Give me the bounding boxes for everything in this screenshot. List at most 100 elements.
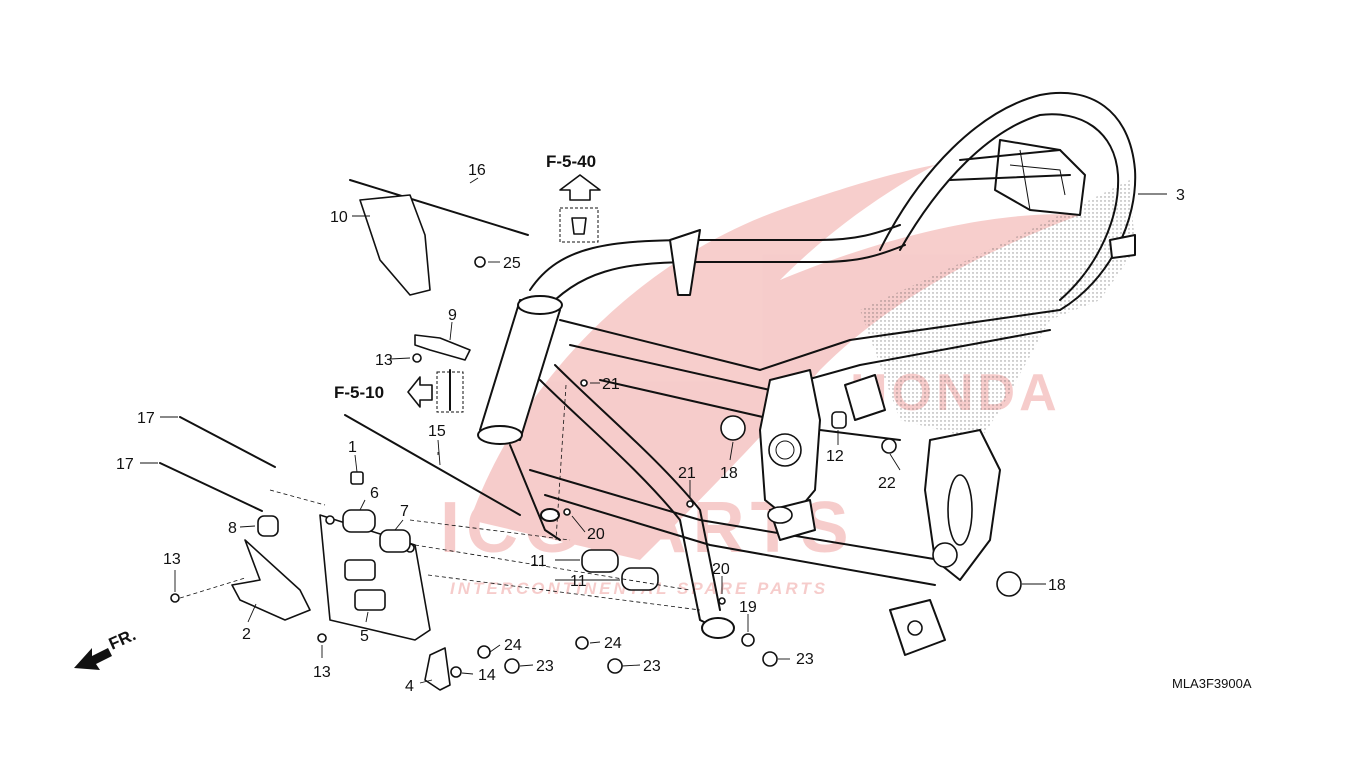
callout-13b: 13	[163, 551, 181, 568]
down-tube-main	[539, 379, 721, 631]
front-arrow-icon	[74, 648, 112, 670]
ref-f540[interactable]: F-5-40	[546, 152, 596, 171]
rear-bracket-detail	[1009, 149, 1066, 211]
callout-17b: 17	[116, 456, 134, 473]
nut-25	[474, 256, 486, 268]
nut-23a	[504, 658, 520, 674]
lower-cradle	[529, 469, 941, 561]
ref-f510-group	[407, 371, 464, 413]
collar-11a	[581, 549, 619, 573]
callout-24b: 24	[604, 635, 622, 652]
callout-13a: 13	[375, 352, 393, 369]
grommet-18b	[996, 571, 1022, 597]
rear-subframe-shading	[860, 180, 1135, 440]
right-pivot-slot	[947, 474, 973, 546]
collar-7	[379, 529, 411, 553]
left-pivot-hole	[768, 433, 802, 467]
callout-8: 8	[228, 520, 237, 537]
callout-20b: 20	[712, 561, 730, 578]
collar-6	[342, 509, 376, 533]
callout-22: 22	[878, 475, 896, 492]
callout-16: 16	[468, 162, 486, 179]
callout-12: 12	[826, 448, 844, 465]
drawing-code: MLA3F3900A	[1172, 676, 1252, 691]
callout-19: 19	[739, 599, 757, 616]
left-pivot-hole-inner	[775, 440, 795, 460]
bolt-14	[450, 666, 462, 678]
rivet-20b	[718, 597, 726, 605]
bolt-16	[349, 179, 529, 236]
main-frame	[477, 91, 1137, 656]
grommet-18a	[720, 415, 746, 441]
bolt-15	[344, 414, 521, 516]
engine-hanger-plate	[319, 514, 431, 641]
bolt-13b	[170, 593, 180, 603]
guide-lines	[179, 384, 701, 611]
collars	[257, 411, 847, 591]
callout-17a: 17	[137, 410, 155, 427]
callout-13c: 13	[313, 664, 331, 681]
bolts	[159, 179, 529, 516]
front-pipe-end	[701, 617, 735, 639]
bracket-2	[231, 539, 311, 621]
callout-15: 15	[428, 423, 446, 440]
collar-8	[257, 515, 279, 537]
rear-boss	[1109, 234, 1136, 259]
stay-9	[414, 334, 471, 361]
inner-rail-2	[569, 329, 1051, 391]
inner-rail	[559, 309, 1061, 371]
bolt-box	[436, 371, 464, 413]
callout-24a: 24	[504, 637, 522, 654]
screw-21a	[580, 379, 588, 387]
callout-25: 25	[503, 255, 521, 272]
hanger-window-2	[354, 589, 386, 611]
ref-f510[interactable]: F-5-10	[334, 383, 384, 402]
rear-loop-inner	[899, 113, 1120, 301]
bracket-4-shape	[424, 647, 451, 691]
callout-21a: 21	[602, 376, 620, 393]
bolt-17b	[159, 462, 263, 512]
callout-23b: 23	[643, 658, 661, 675]
arrow-up-icon	[559, 174, 601, 201]
callout-18a: 18	[720, 465, 738, 482]
ref-f540-group	[559, 174, 601, 243]
honda-wing-logo	[470, 165, 1080, 560]
washer-19	[741, 633, 755, 647]
callout-23c: 23	[796, 651, 814, 668]
callout-11b: 11	[570, 573, 587, 590]
front-label: FR.	[106, 625, 139, 653]
upper-mount-tab	[844, 374, 886, 421]
screw-21b	[686, 500, 694, 508]
bolt-17a	[179, 416, 276, 468]
callout-20a: 20	[587, 526, 605, 543]
bracket-10	[359, 194, 431, 296]
callout-5: 5	[360, 628, 369, 645]
hanger-window-1	[344, 559, 376, 581]
washer-24b	[575, 636, 589, 650]
nut-23b	[607, 658, 623, 674]
hanger-hole-1	[325, 515, 335, 525]
right-pivot-hole	[932, 542, 958, 568]
front-pipe-end-2	[540, 508, 560, 522]
rivet-20a	[563, 508, 571, 516]
front-direction-indicator: FR.	[74, 625, 139, 670]
down-tube-main-2	[554, 364, 721, 611]
callout-10: 10	[330, 209, 348, 226]
collar-12	[831, 411, 847, 429]
callout-6: 6	[370, 485, 379, 502]
nut-23c	[762, 651, 778, 667]
callout-2: 2	[242, 626, 251, 643]
bracket-4	[424, 647, 451, 691]
callout-21b: 21	[678, 465, 696, 482]
small-hardware	[170, 194, 1022, 678]
callout-3: 3	[1176, 187, 1185, 204]
bracket-2-shape	[231, 539, 311, 621]
clip-box	[559, 207, 599, 243]
washer-24a	[477, 645, 491, 659]
collar-11b	[621, 567, 659, 591]
bolt-13a	[412, 353, 422, 363]
callout-11a: 11	[530, 553, 547, 570]
callout-1: 1	[348, 439, 357, 456]
clip-icon	[571, 217, 587, 235]
